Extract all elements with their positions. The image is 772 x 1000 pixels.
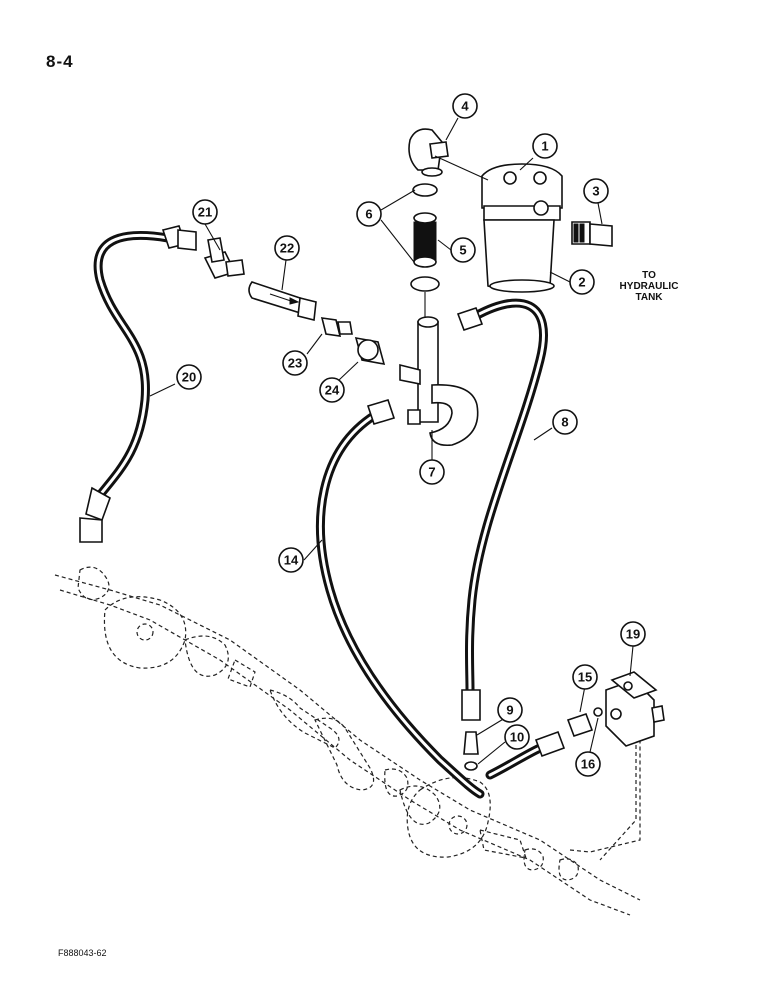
figure-code: F888043-62 [58, 948, 107, 958]
tank-label-line1: TO [642, 270, 656, 281]
valve-19 [599, 671, 665, 861]
callout-22: 22 [274, 235, 300, 261]
svg-text:10: 10 [510, 730, 524, 745]
svg-text:9: 9 [506, 703, 513, 718]
callout-2: 2 [569, 269, 595, 295]
svg-text:15: 15 [578, 670, 592, 685]
callout-24: 24 [319, 377, 345, 403]
filter-assembly [481, 163, 563, 293]
svg-text:5: 5 [459, 243, 466, 258]
tee-check-valve [203, 237, 386, 366]
svg-text:16: 16 [581, 757, 595, 772]
svg-text:3: 3 [592, 184, 599, 199]
callout-3: 3 [583, 178, 609, 204]
hose-14 [316, 399, 485, 799]
callout-15: 15 [572, 664, 598, 690]
callout-19: 19 [620, 621, 646, 647]
phantom-assembly [54, 566, 641, 916]
svg-text:20: 20 [182, 370, 196, 385]
callout-7: 7 [419, 459, 445, 485]
lower-fittings [463, 707, 603, 771]
callout-21: 21 [192, 199, 218, 225]
svg-text:14: 14 [284, 553, 299, 568]
callout-6: 6 [356, 201, 382, 227]
callout-23: 23 [282, 350, 308, 376]
callout-9: 9 [497, 697, 523, 723]
manifold-7 [399, 316, 479, 447]
callout-1: 1 [532, 133, 558, 159]
svg-text:24: 24 [325, 383, 340, 398]
callout-5: 5 [450, 237, 476, 263]
page-number: 8-4 [46, 52, 74, 71]
elbow-4 [408, 128, 449, 177]
svg-text:22: 22 [280, 241, 294, 256]
hose-8 [456, 298, 566, 780]
fitting-3 [571, 221, 613, 247]
callout-8: 8 [552, 409, 578, 435]
hose-20 [79, 225, 197, 543]
svg-text:1: 1 [541, 139, 548, 154]
leader-lines [149, 117, 634, 765]
svg-text:2: 2 [578, 275, 585, 290]
tank-label-line3: TANK [635, 292, 663, 303]
svg-text:6: 6 [365, 207, 372, 222]
svg-text:23: 23 [288, 356, 302, 371]
callout-16: 16 [575, 751, 601, 777]
svg-text:4: 4 [461, 99, 469, 114]
svg-text:21: 21 [198, 205, 212, 220]
callout-4: 4 [452, 93, 478, 119]
tank-label-line2: HYDRAULIC [619, 281, 679, 292]
callout-14: 14 [278, 547, 304, 573]
callout-20: 20 [176, 364, 202, 390]
tank-label: TO HYDRAULIC TANK [604, 270, 694, 303]
svg-text:19: 19 [626, 627, 640, 642]
clamps-sleeve [410, 183, 440, 318]
callout-10: 10 [504, 724, 530, 750]
svg-text:7: 7 [428, 465, 435, 480]
svg-text:8: 8 [561, 415, 568, 430]
